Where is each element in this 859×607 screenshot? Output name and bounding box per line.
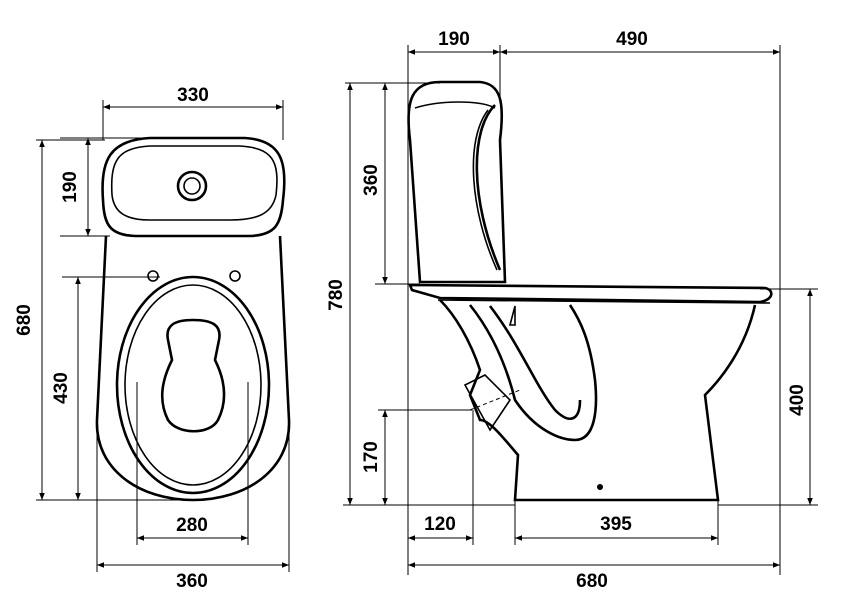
top-tank-width-label: 330 [177, 85, 209, 106]
side-rim-height-label: 400 [787, 384, 808, 416]
tank-lid [110, 145, 278, 221]
cistern-inner-curve [472, 109, 498, 271]
cistern-side-curve [475, 104, 502, 271]
cistern-lid [414, 101, 496, 109]
top-hole-to-front-label: 430 [51, 372, 72, 404]
side-total-height-label: 780 [326, 279, 347, 311]
side-total-length-label: 680 [576, 571, 608, 592]
bowl-rim [408, 283, 773, 304]
seat-hinge-hole-right [229, 270, 241, 282]
side-cistern-height-label: 360 [361, 164, 382, 196]
top-total-length-label: 680 [14, 304, 35, 336]
bowl-opening [160, 318, 226, 433]
outlet-spigot [463, 374, 512, 432]
side-bowl-projection-label: 490 [616, 29, 648, 50]
seat-outer [115, 275, 271, 495]
tank-outline [101, 136, 286, 238]
bowl-body [439, 299, 757, 502]
side-outlet-offset-label: 120 [424, 514, 456, 535]
flush-button-inner [183, 177, 201, 195]
inlet-detail [508, 305, 516, 326]
seat-inner [124, 284, 262, 486]
trapway [468, 304, 598, 442]
side-view: 190 490 360 780 400 170 120 395 680 [326, 29, 818, 592]
outlet-axis [469, 389, 521, 411]
top-tank-depth-label: 190 [60, 171, 81, 203]
drain-dot [597, 484, 603, 490]
cistern-outline [407, 80, 507, 284]
top-bowl-width-label: 360 [176, 571, 208, 592]
flush-button-icon [176, 170, 208, 202]
side-base-length-label: 395 [600, 514, 632, 535]
top-view: 330 190 680 430 280 360 [14, 85, 291, 592]
side-outlet-height-label: 170 [361, 441, 382, 473]
side-cistern-depth-label: 190 [438, 29, 470, 50]
seat-line [437, 299, 771, 304]
seat-hinge-hole-left [147, 270, 159, 282]
trapway-inner [488, 305, 582, 420]
top-seat-width-label: 280 [176, 515, 208, 536]
